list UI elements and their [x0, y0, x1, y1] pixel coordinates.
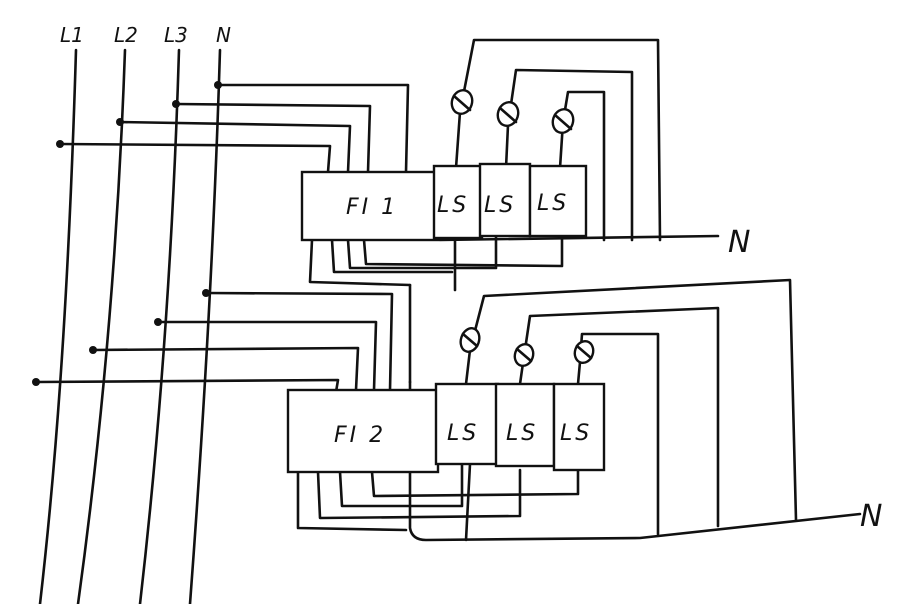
upper-panel-bottom-wires [308, 234, 564, 384]
fi-2-label: FI 2 [334, 423, 386, 448]
upper-ls-3-breaker [528, 164, 588, 238]
lower-ls-2-breaker [494, 382, 556, 468]
upper-ls-1-label: LS [437, 193, 469, 218]
bus-label-l2: L2 [114, 23, 138, 47]
lower-neutral-label: N [860, 499, 882, 534]
fi-1-label: FI 1 [346, 195, 398, 220]
upper-module-block: FI 1 LS LS LS [300, 162, 588, 242]
upper-lamps [450, 88, 575, 135]
upper-ls-3-label: LS [537, 191, 569, 216]
upper-ls-2-label: LS [484, 193, 516, 218]
lower-panel-feed-wires [34, 291, 394, 394]
bus-label-n: N [216, 23, 231, 47]
bus-line-n [188, 48, 222, 604]
fi-2-breaker [286, 388, 440, 474]
upper-panel-lamp-wires [438, 38, 720, 242]
lower-lamps [459, 327, 595, 368]
bus-line-l2 [76, 48, 127, 604]
upper-panel-feed-wires [58, 83, 410, 174]
bus-line-l3 [138, 48, 181, 604]
upper-ls-1-breaker [432, 164, 484, 240]
lower-panel-lamp-wires [464, 278, 798, 536]
bus-line-l1 [38, 48, 78, 604]
lower-ls-3-label: LS [560, 421, 592, 446]
upper-neutral-label: N [728, 225, 750, 260]
lower-ls-3-breaker [552, 382, 606, 472]
lower-ls-2-label: LS [506, 421, 538, 446]
lower-ls-1-breaker [434, 382, 500, 466]
lower-ls-1-label: LS [447, 421, 479, 446]
lower-module-block: FI 2 LS LS LS [286, 382, 606, 474]
fi-1-breaker [300, 170, 440, 242]
bus-label-l3: L3 [164, 23, 188, 47]
lower-panel-bottom-wires [296, 380, 862, 542]
bus-label-l1: L1 [60, 23, 84, 47]
junction-dots [32, 81, 222, 386]
